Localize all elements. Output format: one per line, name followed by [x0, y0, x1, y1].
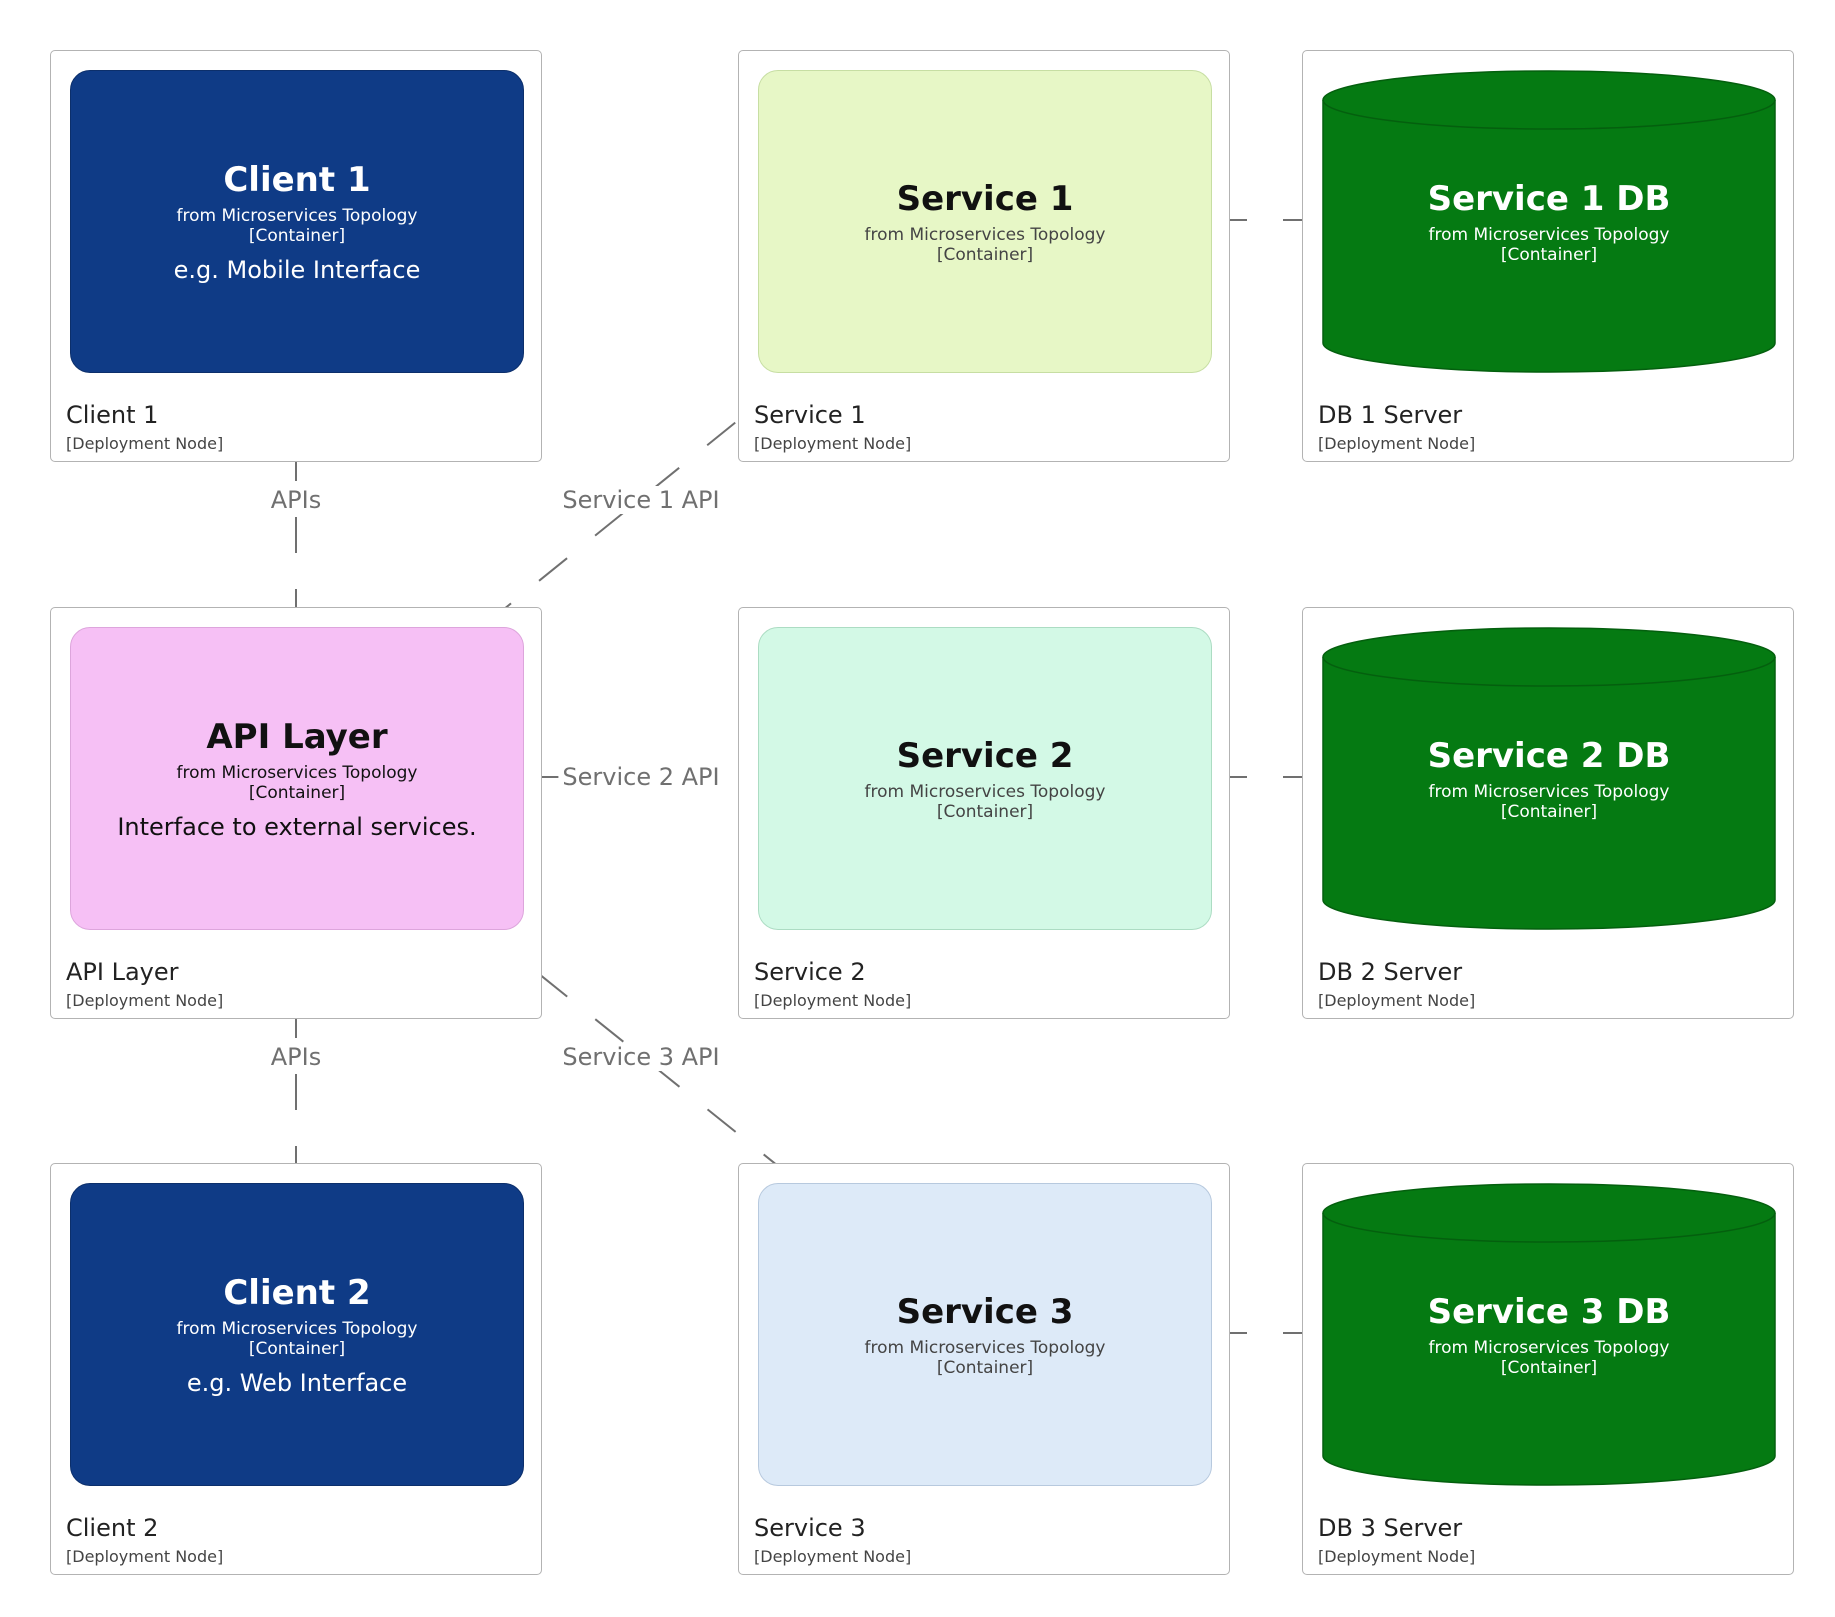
edge-label-api-service3: Service 3 API [558, 1043, 724, 1071]
container-tech: from Microservices Topology [1428, 224, 1670, 245]
container-kind: [Container] [936, 1357, 1034, 1378]
container-client1[interactable]: Client 1 from Microservices Topology [Co… [70, 70, 524, 373]
deployment-node-service1[interactable]: Service 1 from Microservices Topology [C… [738, 50, 1230, 462]
deployment-node-db1[interactable]: Service 1 DB from Microservices Topology… [1302, 50, 1794, 462]
container-tech: from Microservices Topology [176, 205, 418, 226]
container-tech: from Microservices Topology [864, 1337, 1106, 1358]
deployment-node-db2[interactable]: Service 2 DB from Microservices Topology… [1302, 607, 1794, 1019]
container-db1[interactable]: Service 1 DB from Microservices Topology… [1322, 70, 1776, 373]
container-kind: [Container] [1500, 244, 1598, 265]
edge-label-client1-api: APIs [266, 486, 326, 514]
container-title: Service 2 [896, 735, 1074, 776]
container-service2[interactable]: Service 2 from Microservices Topology [C… [758, 627, 1212, 930]
container-kind: [Container] [248, 1338, 346, 1359]
container-tech: from Microservices Topology [1428, 781, 1670, 802]
container-kind: [Container] [248, 225, 346, 246]
container-tech: from Microservices Topology [864, 781, 1106, 802]
edge-label-api-service2: Service 2 API [558, 763, 724, 791]
node-type: [Deployment Node] [1318, 1547, 1476, 1566]
deployment-node-api-layer[interactable]: API Layer from Microservices Topology [C… [50, 607, 542, 1019]
deployment-node-service3[interactable]: Service 3 from Microservices Topology [C… [738, 1163, 1230, 1575]
node-name: DB 3 Server [1318, 1514, 1463, 1542]
deployment-node-client2[interactable]: Client 2 from Microservices Topology [Co… [50, 1163, 542, 1575]
deployment-node-db3[interactable]: Service 3 DB from Microservices Topology… [1302, 1163, 1794, 1575]
container-kind: [Container] [1500, 801, 1598, 822]
node-name: API Layer [66, 958, 179, 986]
container-db3[interactable]: Service 3 DB from Microservices Topology… [1322, 1183, 1776, 1486]
node-name: Service 1 [754, 401, 866, 429]
node-type: [Deployment Node] [66, 991, 224, 1010]
container-description: Interface to external services. [117, 812, 477, 841]
node-name: DB 2 Server [1318, 958, 1463, 986]
database-cylinder-icon [1322, 1183, 1776, 1486]
node-type: [Deployment Node] [1318, 434, 1476, 453]
node-name: Service 3 [754, 1514, 866, 1542]
container-title: Service 2 DB [1427, 735, 1671, 776]
container-title: Service 1 [896, 178, 1074, 219]
container-tech: from Microservices Topology [1428, 1337, 1670, 1358]
container-kind: [Container] [1500, 1357, 1598, 1378]
container-db2[interactable]: Service 2 DB from Microservices Topology… [1322, 627, 1776, 930]
container-description: e.g. Web Interface [186, 1368, 408, 1397]
node-name: Client 1 [66, 401, 159, 429]
database-cylinder-icon [1322, 627, 1776, 930]
container-tech: from Microservices Topology [864, 224, 1106, 245]
container-service3[interactable]: Service 3 from Microservices Topology [C… [758, 1183, 1212, 1486]
container-description: e.g. Mobile Interface [173, 255, 421, 284]
node-type: [Deployment Node] [754, 991, 912, 1010]
container-api-layer[interactable]: API Layer from Microservices Topology [C… [70, 627, 524, 930]
node-name: Client 2 [66, 1514, 159, 1542]
node-type: [Deployment Node] [66, 434, 224, 453]
container-title: Service 3 DB [1427, 1291, 1671, 1332]
node-type: [Deployment Node] [66, 1547, 224, 1566]
container-title: Client 1 [223, 159, 371, 200]
container-title: Service 1 DB [1427, 178, 1671, 219]
node-name: Service 2 [754, 958, 866, 986]
container-tech: from Microservices Topology [176, 762, 418, 783]
container-kind: [Container] [936, 801, 1034, 822]
container-tech: from Microservices Topology [176, 1318, 418, 1339]
database-cylinder-icon [1322, 70, 1776, 373]
container-client2[interactable]: Client 2 from Microservices Topology [Co… [70, 1183, 524, 1486]
node-type: [Deployment Node] [754, 1547, 912, 1566]
node-name: DB 1 Server [1318, 401, 1463, 429]
node-type: [Deployment Node] [754, 434, 912, 453]
edge-label-client2-api: APIs [266, 1043, 326, 1071]
container-kind: [Container] [936, 244, 1034, 265]
container-title: API Layer [206, 716, 388, 757]
container-title: Service 3 [896, 1291, 1074, 1332]
container-kind: [Container] [248, 782, 346, 803]
container-title: Client 2 [223, 1272, 371, 1313]
deployment-node-client1[interactable]: Client 1 from Microservices Topology [Co… [50, 50, 542, 462]
container-service1[interactable]: Service 1 from Microservices Topology [C… [758, 70, 1212, 373]
node-type: [Deployment Node] [1318, 991, 1476, 1010]
deployment-node-service2[interactable]: Service 2 from Microservices Topology [C… [738, 607, 1230, 1019]
edge-label-api-service1: Service 1 API [558, 486, 724, 514]
